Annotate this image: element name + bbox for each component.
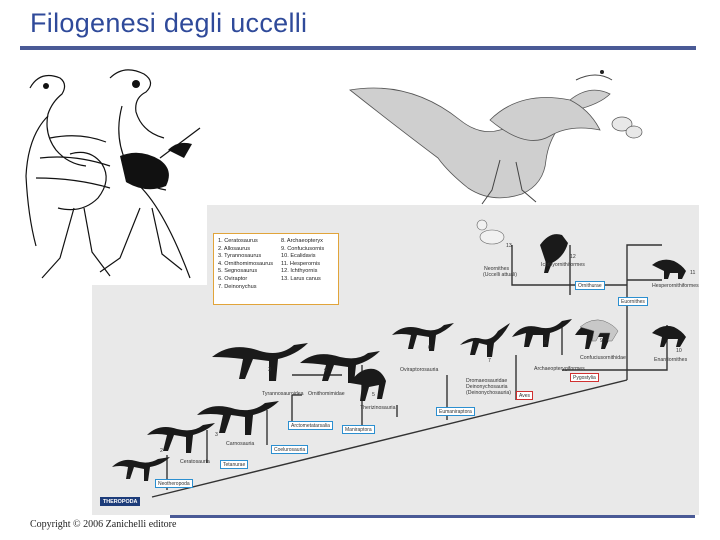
clade-box-theropoda: THEROPODA (100, 497, 140, 506)
legend-item: 12. Ichthyornis (281, 268, 324, 276)
species-number: 2 (160, 448, 163, 454)
legend-item: 7. Deinonychus (218, 284, 273, 292)
clade-box-eumaniraptora: Eumaniraptora (436, 407, 475, 416)
species-number: 5 (372, 392, 375, 398)
legend-item: 2. Allosaurus (218, 246, 273, 254)
archaeopteryx-illustration (340, 50, 650, 210)
species-number: 4 (324, 367, 327, 373)
species-number: 11 (690, 270, 695, 276)
taxon-label: Ornithomimidae (308, 391, 345, 397)
species-number: 8 (544, 340, 547, 346)
legend-item: 3. Tyrannosaurus (218, 253, 273, 261)
taxon-label: Hesperornithiformes (652, 283, 699, 289)
taxon-sublabel: (Deinonychosauria) (466, 390, 511, 396)
species-number: 7 (488, 358, 491, 364)
legend-item: 4. Ornithomimosaurus (218, 261, 273, 269)
taxon-label: Archaeopterygiformes (534, 366, 585, 372)
species-number: 6 (428, 345, 431, 351)
clade-box-neotheropoda: Neotheropoda (155, 479, 193, 488)
page-title: Filogenesi degli uccelli (30, 8, 307, 39)
taxon-label: Tyrannosauroidea (262, 391, 304, 397)
clade-box-tetanurae: Tetanurae (220, 460, 248, 469)
clade-box-pygostylia: Pygostylia (570, 373, 599, 382)
copyright-notice: Copyright © 2006 Zanichelli editore (30, 519, 176, 530)
legend-item: 8. Archaeopteryx (281, 238, 324, 246)
species-number: 9 (600, 338, 603, 344)
legend-item: 10. Ecalidavis (281, 253, 324, 261)
taxon-label: Enantiornithes (654, 357, 687, 363)
taxon-label: Ceratosauria (180, 459, 210, 465)
legend-item: 1. Ceratosaurus (218, 238, 273, 246)
species-number: 3 (268, 367, 271, 373)
clade-box-ornithurae: Ornithurae (575, 281, 605, 290)
legend-column-1: 1. Ceratosaurus 2. Allosaurus 3. Tyranno… (218, 238, 273, 291)
taxon-sublabel: (Uccelli attuali) (483, 272, 517, 278)
species-number: 3 (215, 432, 218, 438)
legend-item: 9. Confuciusornis (281, 246, 324, 254)
taxon-label: Confuciusornithidae (580, 355, 626, 361)
legend-column-2: 8. Archaeopteryx 9. Confuciusornis 10. E… (281, 238, 324, 284)
clade-box-maniraptora: Maniraptora (342, 425, 375, 434)
clade-box-euornithes: Euornithes (618, 297, 648, 306)
legend-item: 11. Hesperornis (281, 261, 324, 269)
taxon-label: Carnosauria (226, 441, 254, 447)
species-number: 1 (127, 475, 130, 481)
taxon-label: Ichthyornithiformes (541, 262, 585, 268)
taxon-label: Therizinosauria (360, 405, 395, 411)
species-legend: 1. Ceratosaurus 2. Allosaurus 3. Tyranno… (213, 233, 339, 305)
legend-item: 13. Larus canus (281, 276, 324, 284)
clade-box-coelurosauria: Coelurosauria (271, 445, 308, 454)
clade-box-aves: Aves (516, 391, 533, 400)
species-number: 12 (570, 254, 576, 260)
legend-item: 6. Oviraptor (218, 276, 273, 284)
legend-item: 5. Segnosaurus (218, 268, 273, 276)
footer-rule (170, 515, 695, 518)
clade-box-arctometatarsalia: Arctometatarsalia (288, 421, 333, 430)
species-number: 13 (506, 243, 512, 249)
species-number: 10 (676, 348, 682, 354)
taxon-label: Oviraptorosauria (400, 367, 438, 373)
